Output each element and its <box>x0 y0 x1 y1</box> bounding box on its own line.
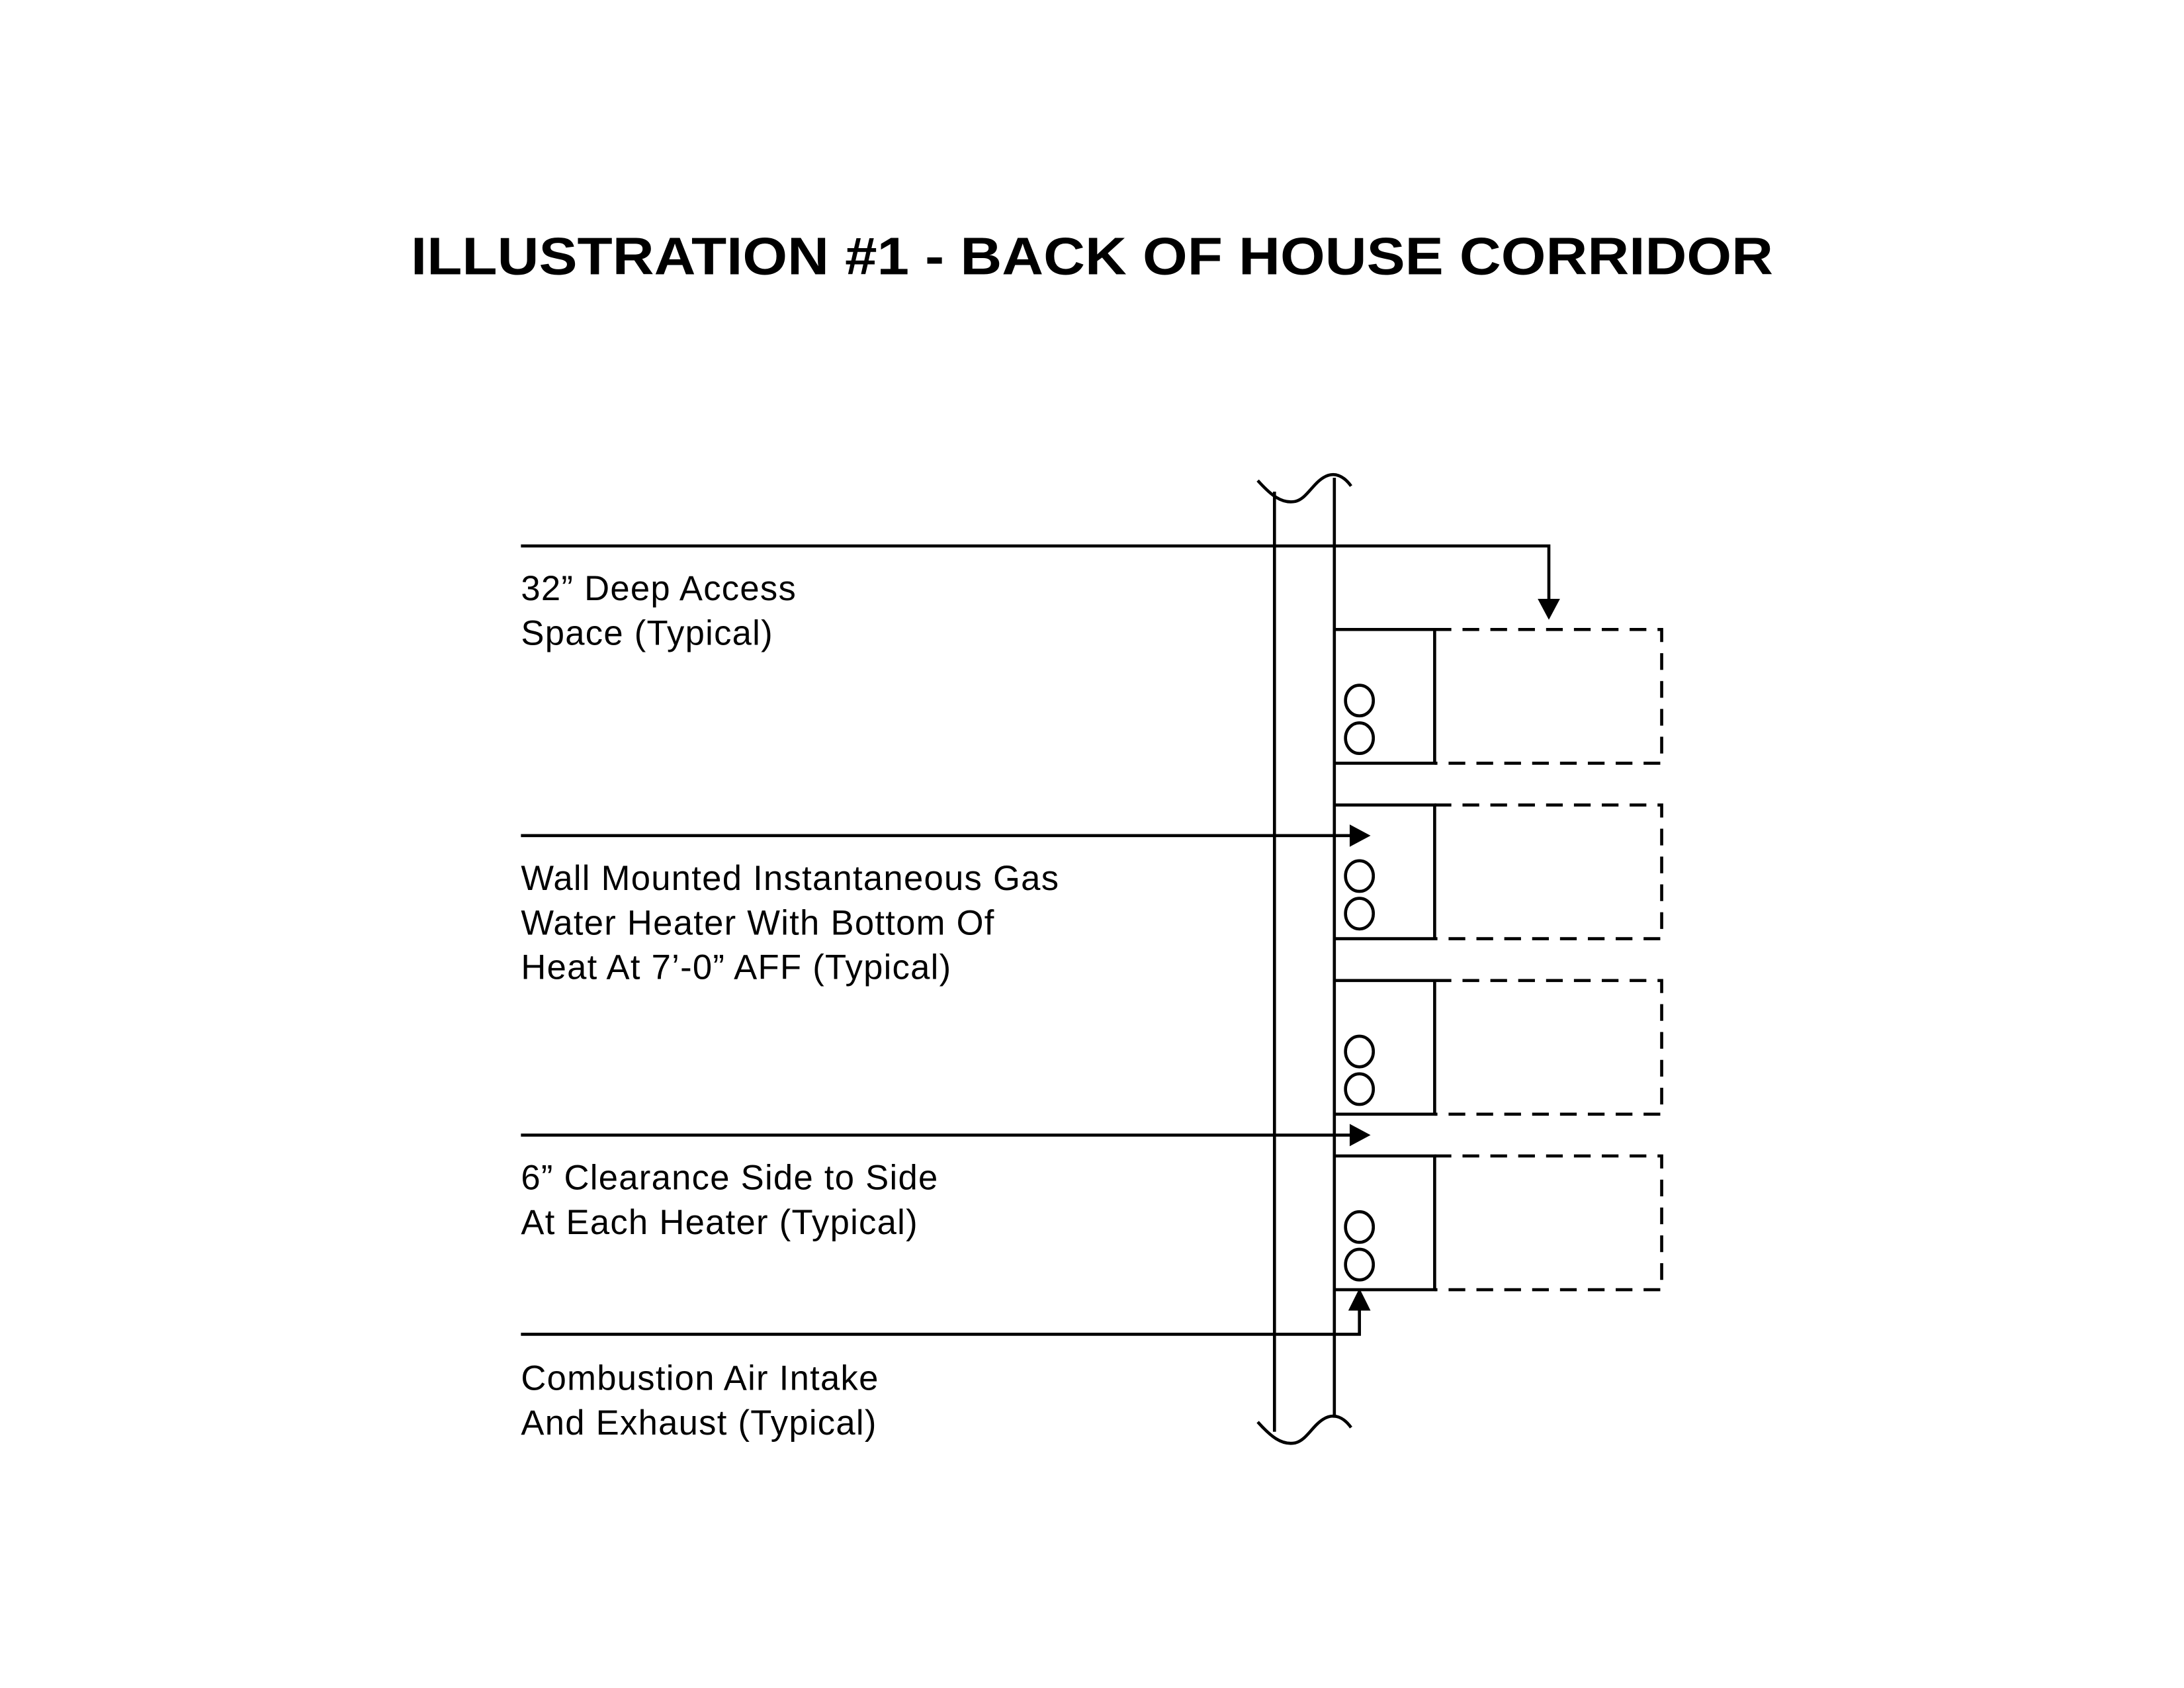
break-symbol-bottom <box>1256 1414 1352 1445</box>
arrow-up-icon <box>1348 1288 1371 1311</box>
label-line: Combustion Air Intake <box>521 1359 879 1398</box>
diagram-title: ILLUSTRATION #1 - BACK OF HOUSE CORRIDOR <box>411 227 1773 286</box>
arrow-down-icon <box>1538 599 1560 620</box>
arrow-right-icon <box>1349 824 1371 847</box>
leader-clearance <box>521 1124 1371 1147</box>
pipe-icon <box>1344 1072 1376 1106</box>
label-line: At Each Heater (Typical) <box>521 1203 918 1242</box>
pipe-icon <box>1344 721 1376 756</box>
label-line: 6” Clearance Side to Side <box>521 1158 938 1197</box>
pipe-icon <box>1344 684 1376 718</box>
leader-access-space <box>521 544 1560 620</box>
break-symbol-top <box>1256 473 1352 504</box>
leader-combustion-air <box>521 1288 1371 1336</box>
callout-access-space: 32” Deep Access Space (Typical) <box>521 569 807 652</box>
label-line: And Exhaust (Typical) <box>521 1403 877 1443</box>
heater-unit <box>1334 979 1663 1116</box>
callout-combustion-air: Combustion Air Intake And Exhaust (Typic… <box>521 1359 889 1443</box>
pipe-icon <box>1344 859 1376 893</box>
corridor-wall <box>1256 473 1352 1445</box>
label-line: Space (Typical) <box>521 614 773 653</box>
leader-water-heater <box>521 824 1371 847</box>
arrow-right-icon <box>1349 1124 1371 1147</box>
heater-unit <box>1334 803 1663 940</box>
pipe-icon <box>1344 1034 1376 1069</box>
callout-water-heater: Wall Mounted Instantaneous Gas Water Hea… <box>521 859 1070 987</box>
heaters <box>1334 628 1663 1292</box>
callout-clearance: 6” Clearance Side to Side At Each Heater… <box>521 1158 949 1241</box>
label-line: Heat At 7’-0” AFF (Typical) <box>521 948 951 987</box>
pipe-icon <box>1344 1210 1376 1244</box>
label-line: Water Heater With Bottom Of <box>521 903 994 942</box>
pipe-icon <box>1344 897 1376 931</box>
heater-unit <box>1334 1154 1663 1292</box>
heater-unit <box>1334 628 1663 765</box>
label-line: Wall Mounted Instantaneous Gas <box>521 859 1059 898</box>
pipe-icon <box>1344 1247 1376 1282</box>
label-line: 32” Deep Access <box>521 569 797 608</box>
